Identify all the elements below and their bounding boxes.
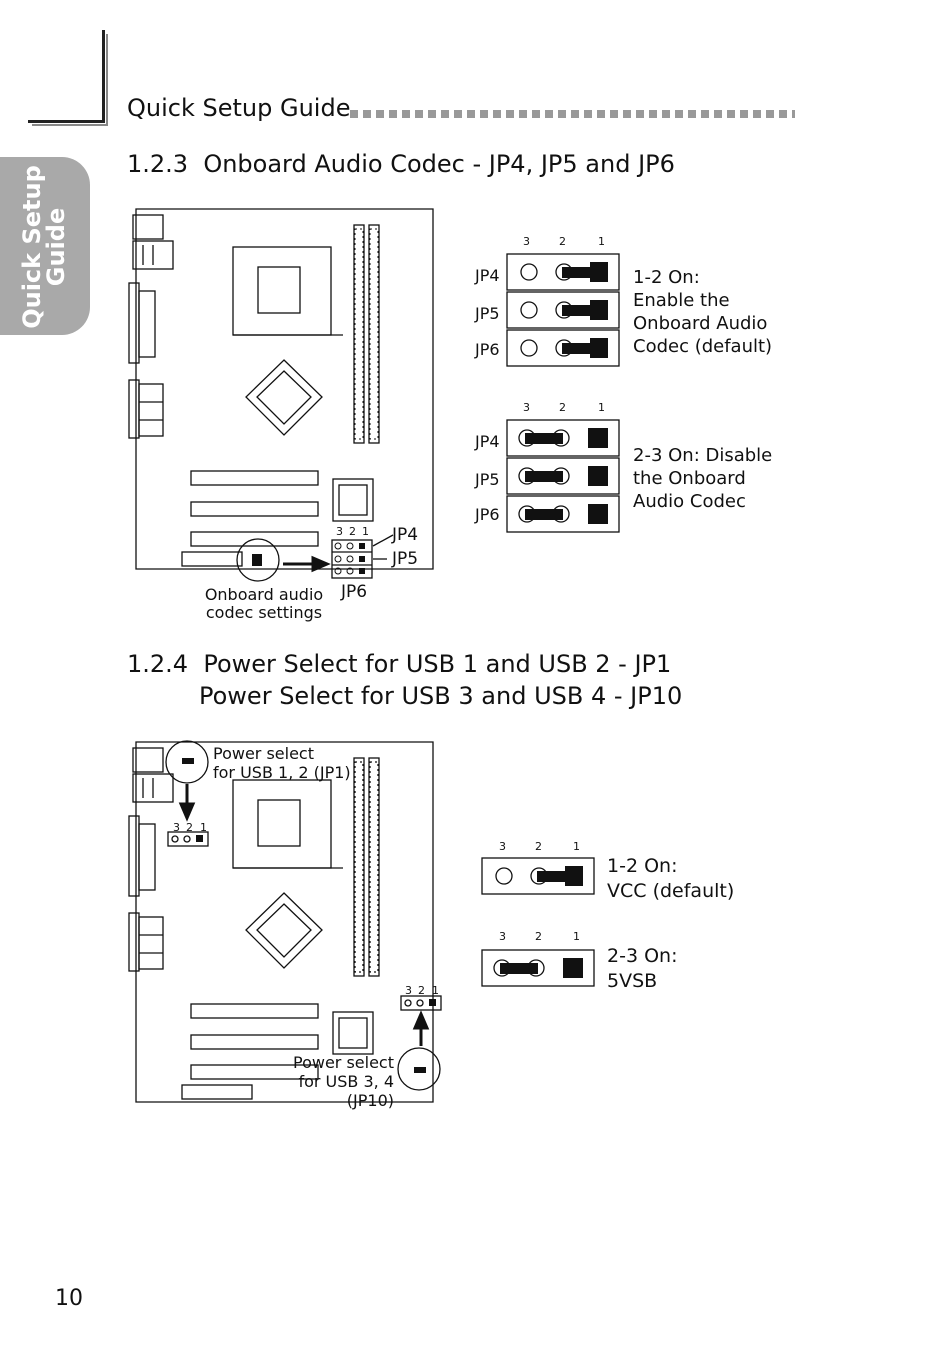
audio-board-jp5-label: JP5	[392, 549, 419, 569]
audio-s1-pin-1: 1	[598, 235, 605, 248]
usb-s1-pin-2: 2	[535, 840, 542, 853]
header-dotted-rule	[350, 110, 795, 118]
audio-board-pin-3: 3	[336, 525, 343, 538]
section-usb-title-line1: 1.2.4 Power Select for USB 1 and USB 2 -…	[127, 650, 672, 678]
audio-s2-pin-3: 3	[523, 401, 530, 414]
audio-s2-row-jp5: JP5	[475, 470, 500, 489]
usb-s1-pin-1: 1	[573, 840, 580, 853]
audio-s1-row-jp5: JP5	[475, 304, 500, 323]
usb-board-diagram	[128, 740, 442, 1103]
usb-setting-2-desc: 2-3 On: 5VSB	[607, 945, 678, 992]
side-tab	[0, 157, 90, 335]
usb-setting-1-desc: 1-2 On: VCC (default)	[607, 855, 735, 902]
audio-board-pin-2: 2	[349, 525, 356, 538]
usb-setting-2-diagram	[481, 949, 595, 987]
section-audio-title: 1.2.3 Onboard Audio Codec - JP4, JP5 and…	[127, 150, 675, 178]
audio-board-jp6-label: JP6	[341, 582, 368, 602]
usb-jp10-pin-3: 3	[405, 984, 412, 997]
usb-setting-1-diagram	[481, 857, 595, 895]
audio-setting-2-diagram	[506, 419, 620, 533]
usb-jp10-callout: Power select for USB 3, 4 (JP10)	[293, 1053, 394, 1110]
audio-s2-pin-1: 1	[598, 401, 605, 414]
audio-s2-row-jp6: JP6	[475, 505, 500, 524]
audio-setting-1-desc: 1-2 On: Enable the Onboard Audio Codec (…	[633, 267, 773, 357]
corner-frame	[28, 30, 105, 123]
page-number: 10	[55, 1286, 83, 1311]
usb-s2-pin-2: 2	[535, 930, 542, 943]
audio-s1-row-jp6: JP6	[475, 340, 500, 359]
audio-setting-1-diagram	[506, 253, 620, 367]
section-usb-title-line2: Power Select for USB 3 and USB 4 - JP10	[199, 682, 683, 710]
usb-jp1-pin-1: 1	[200, 821, 207, 834]
usb-s2-pin-3: 3	[499, 930, 506, 943]
usb-jp10-pin-1: 1	[432, 984, 439, 997]
usb-jp1-pin-3: 3	[173, 821, 180, 834]
audio-callout-label: Onboard audio codec settings	[204, 585, 324, 622]
audio-s1-pin-3: 3	[523, 235, 530, 248]
audio-board-jp4-label: JP4	[392, 525, 419, 545]
audio-setting-2-desc: 2-3 On: Disable the Onboard Audio Codec	[633, 445, 773, 512]
audio-s2-pin-2: 2	[559, 401, 566, 414]
header-title: Quick Setup Guide	[127, 94, 351, 122]
usb-jp1-pin-2: 2	[186, 821, 193, 834]
usb-s1-pin-3: 3	[499, 840, 506, 853]
audio-board-pin-1: 1	[362, 525, 369, 538]
audio-s2-row-jp4: JP4	[475, 432, 500, 451]
audio-board-diagram	[128, 208, 434, 582]
usb-s2-pin-1: 1	[573, 930, 580, 943]
side-tab-line2: Guide	[42, 207, 70, 287]
side-tab-label: Quick Setup Guide	[18, 158, 70, 336]
usb-jp1-callout: Power select for USB 1, 2 (JP1)	[213, 744, 351, 782]
corner-frame-shadow	[32, 34, 108, 126]
usb-jp10-pin-2: 2	[418, 984, 425, 997]
side-tab-line1: Quick Setup	[18, 165, 46, 329]
audio-s1-pin-2: 2	[559, 235, 566, 248]
audio-s1-row-jp4: JP4	[475, 266, 500, 285]
